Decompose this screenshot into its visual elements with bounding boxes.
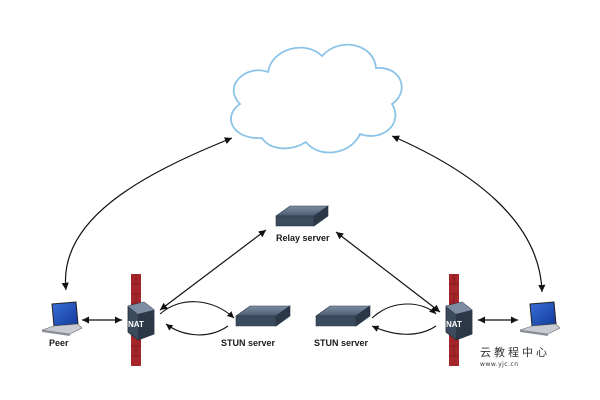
arrow-right-nat-to-stun [371, 325, 437, 335]
peer-laptop-right-icon [519, 301, 561, 336]
arrow-right-stun-to-nat [371, 303, 437, 319]
nat-right-label: NAT [446, 320, 462, 329]
peer-label: Peer [49, 338, 69, 348]
arrow-left-nat-to-stun [159, 301, 235, 319]
arrow-right-nat-relay [335, 231, 441, 313]
relay-server-label: Relay server [276, 233, 330, 243]
relay-server-icon [275, 205, 329, 227]
nat-left-label: NAT [128, 320, 144, 329]
nat-left-icon [127, 274, 155, 366]
stun-server-right-icon [315, 305, 371, 327]
watermark-url: www.yjc.cn [480, 361, 519, 368]
nat-right-icon [445, 274, 473, 366]
peer-laptop-left-icon [41, 301, 83, 336]
arrow-right-peer-cloud [391, 135, 546, 293]
arrow-left-nat-relay [159, 229, 267, 311]
stun-server-left-label: STUN server [221, 338, 276, 348]
watermark-title: 云教程中心 [480, 346, 550, 359]
arrow-left-stun-to-nat [165, 323, 229, 336]
stun-server-left-icon [235, 305, 291, 327]
stun-server-right-label: STUN server [314, 338, 369, 348]
internet-cloud [230, 43, 403, 154]
arrow-left-peer-cloud [61, 137, 233, 291]
